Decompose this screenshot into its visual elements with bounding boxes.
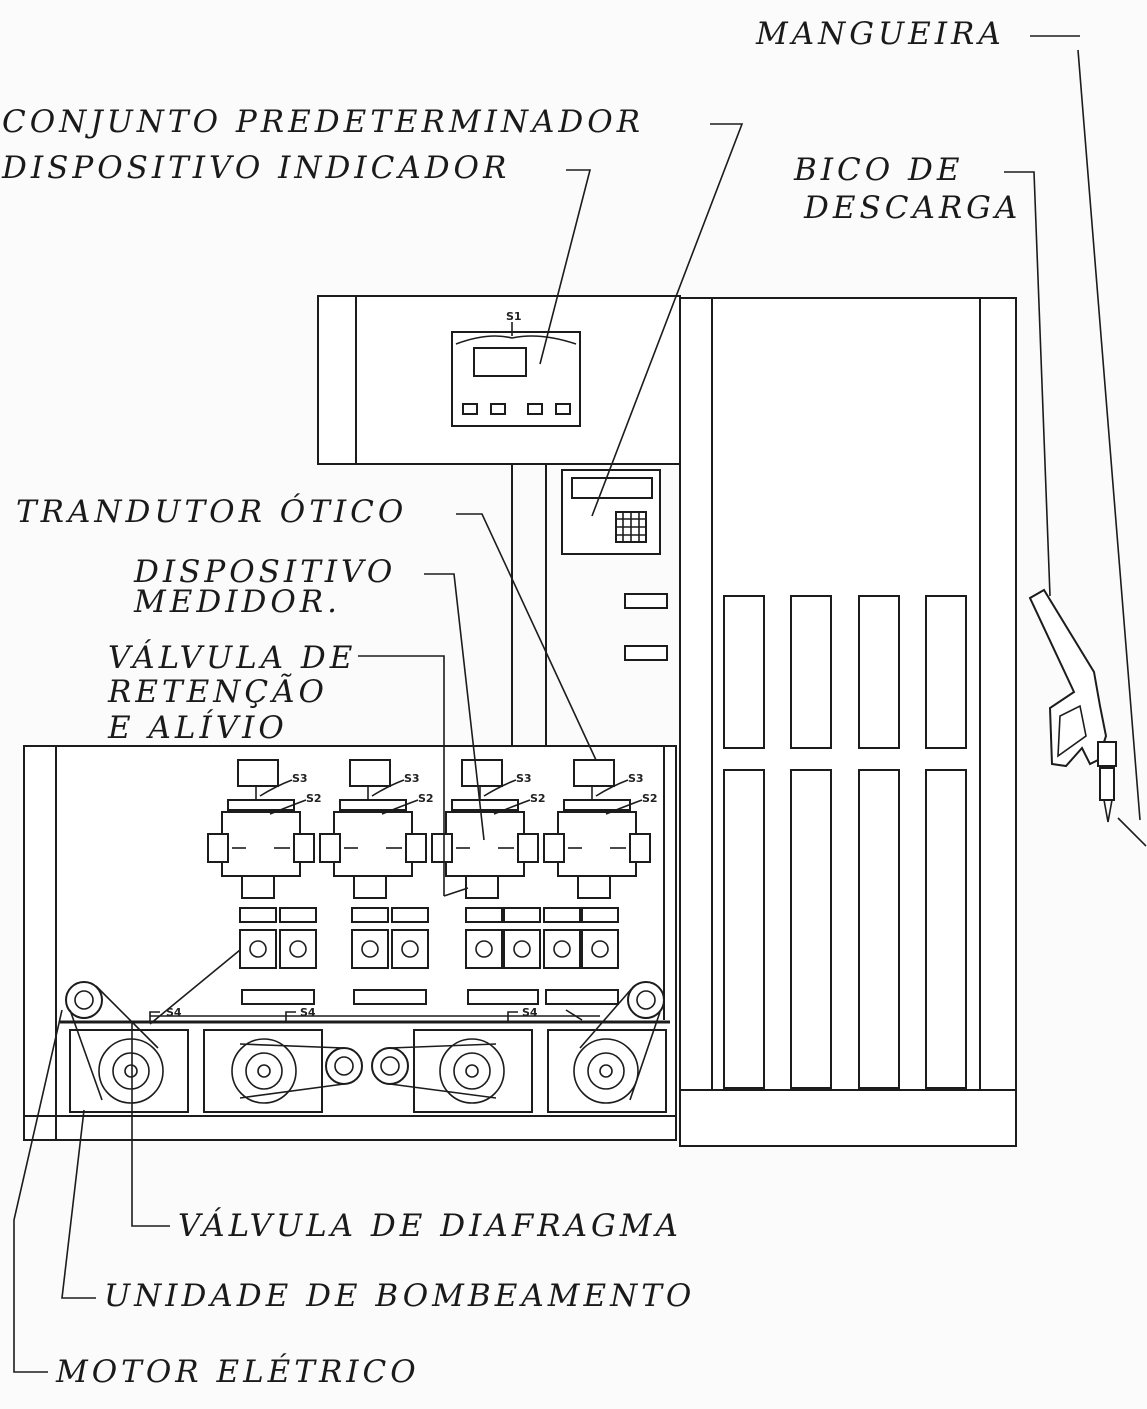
label-unidade-bombeamento: UNIDADE DE BOMBEAMENTO [104, 1278, 695, 1314]
label-valvula-retencao-2: RETENÇÃO [107, 673, 328, 710]
tag-s4-2: S4 [300, 1006, 316, 1019]
meter-assemblies [207, 759, 651, 1005]
label-dispositivo-medidor-2: MEDIDOR. [133, 584, 341, 620]
tag-s2-4: S2 [642, 792, 658, 805]
callout-labels: MANGUEIRA CONJUNTO PREDETERMINADOR DISPO… [1, 16, 1021, 1390]
predeterminer-display: S1 [451, 310, 581, 427]
tag-s2-3: S2 [530, 792, 546, 805]
discharge-nozzle [1028, 588, 1117, 823]
label-valvula-diafragma: VÁLVULA DE DIAFRAGMA [178, 1206, 682, 1244]
label-bico-de-descarga-2: DESCARGA [803, 190, 1021, 226]
tag-s2-2: S2 [418, 792, 434, 805]
label-bico-de-descarga-1: BICO DE [793, 152, 964, 188]
tag-s3-3: S3 [516, 772, 532, 785]
indicator-device [561, 469, 668, 661]
tag-s2-1: S2 [306, 792, 322, 805]
tag-s4-1: S4 [166, 1006, 182, 1019]
tag-s3-4: S3 [628, 772, 644, 785]
label-valvula-retencao-3: E ALÍVIO [107, 708, 288, 746]
leader-lines [13, 35, 1080, 1373]
pumping-units: S4 S4 S4 [60, 981, 670, 1113]
hose [1077, 49, 1147, 847]
meter-unit-1 [207, 759, 317, 1005]
label-mangueira: MANGUEIRA [755, 16, 1005, 52]
right-cabinet [679, 297, 1017, 1147]
label-dispositivo-indicador: DISPOSITIVO INDICADOR [1, 150, 510, 186]
tag-s1: S1 [506, 310, 522, 323]
label-conjunto-predeterminador: CONJUNTO PREDETERMINADOR [2, 104, 644, 140]
tag-s4-3: S4 [522, 1006, 538, 1019]
tag-s3-1: S3 [292, 772, 308, 785]
label-transdutor-otico: TRANDUTOR ÓTICO [16, 492, 407, 530]
label-dispositivo-medidor-1: DISPOSITIVO [133, 554, 396, 590]
label-motor-eletrico: MOTOR ELÉTRICO [55, 1352, 420, 1390]
sensor-tags: S3 S3 S3 S3 S2 S2 S2 S2 [259, 772, 658, 815]
meter-unit-3 [431, 759, 541, 1005]
meter-unit-2 [319, 759, 429, 1005]
meter-unit-4 [543, 759, 651, 1005]
tag-s3-2: S3 [404, 772, 420, 785]
label-valvula-retencao-1: VÁLVULA DE [108, 638, 356, 676]
